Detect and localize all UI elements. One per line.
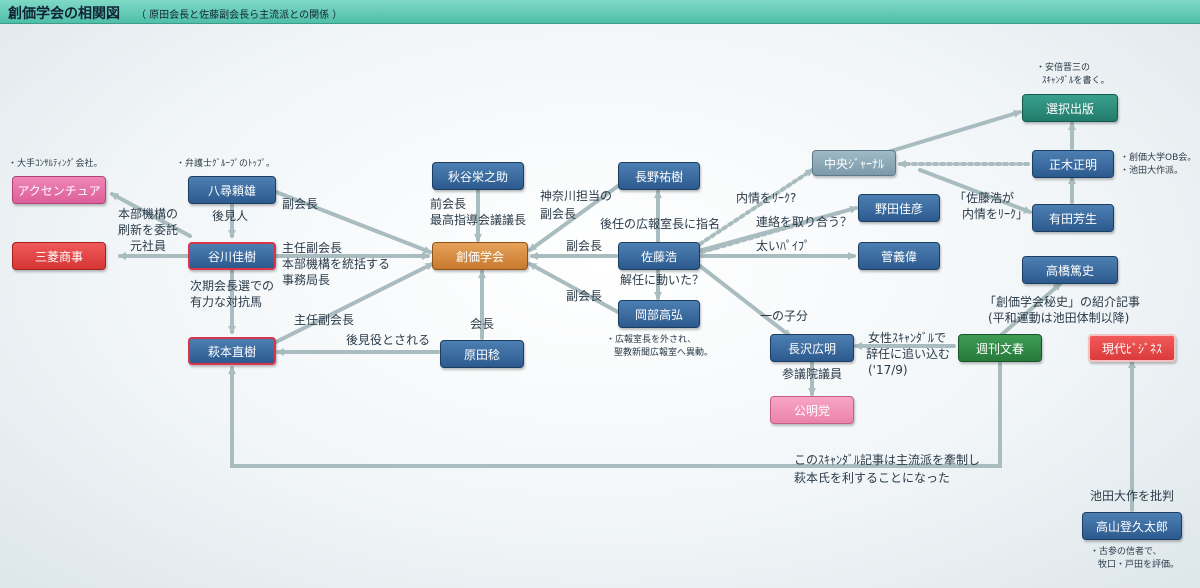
label-josei-3: ('17/9) <box>868 363 908 377</box>
node-arita: 有田芳生 <box>1032 204 1114 232</box>
node-harada: 原田稔 <box>440 340 524 368</box>
node-gendai: 現代ﾋﾞｼﾞﾈｽ <box>1088 334 1176 362</box>
node-akiya: 秋谷栄之助 <box>432 162 524 190</box>
label-shunin-3: 事務局長 <box>282 273 331 287</box>
node-chuo: 中央ｼﾞｬｰﾅﾙ <box>812 150 896 176</box>
node-noda: 野田佳彦 <box>858 194 940 222</box>
label-honbu-3: 元社員 <box>130 239 167 253</box>
label-shunin-2: 本部機構を統括する <box>282 257 391 271</box>
label-kanagawa-1: 神奈川担当の <box>540 189 613 203</box>
label-ikeda: 池田大作を批判 <box>1090 489 1175 503</box>
edge-sato-chuo <box>698 168 814 246</box>
label-hishi-2: (平和運動は池田体制以降) <box>988 311 1130 325</box>
label-koho: 後任の広報室長に指名 <box>600 217 721 231</box>
node-tanigawa: 谷川佳樹 <box>188 242 276 270</box>
page-subtitle: （ 原田会長と佐藤副会長ら主流派との関係 ） <box>136 10 343 21</box>
node-takayama: 高山登久太郎 <box>1082 512 1182 540</box>
edge-yahiro-soka <box>274 190 432 254</box>
edge-chuo-arita <box>918 168 1032 214</box>
label-fukukaicho-okabe: 副会長 <box>566 289 603 303</box>
label-kaicho: 会長 <box>470 317 495 331</box>
label-kobun: 一の子分 <box>760 309 809 323</box>
label-jiki-2: 有力な対抗馬 <box>190 295 263 309</box>
label-sangiin: 参議院議員 <box>782 367 843 381</box>
note-okabe-1: ・広報室長を外され、 <box>606 335 697 345</box>
edge-bunshun-takahashi <box>998 282 1062 338</box>
label-koken: 後見人 <box>212 209 249 223</box>
note-takayama-2: 牧口・戸田を評価。 <box>1098 560 1180 570</box>
node-sentaku: 選択出版 <box>1022 94 1118 122</box>
node-yahiro: 八尋頼雄 <box>188 176 276 204</box>
note-yahiro: ・弁護士ｸﾞﾙｰﾌﾟのﾄｯﾌﾟ。 <box>176 159 276 169</box>
label-kainin: 解任に動いた？ <box>620 273 705 287</box>
label-scandal-2: 萩本氏を利することになった <box>794 471 951 485</box>
note-masaki-2: ・池田大作派。 <box>1120 166 1184 176</box>
edge-sato-noda-dotted <box>700 210 844 254</box>
label-zen-2: 最高指導会議議長 <box>430 213 527 227</box>
label-futoi: 太いﾊﾟｲﾌﾟ <box>756 239 811 253</box>
label-shunin-hagimoto: 主任副会長 <box>294 313 355 327</box>
label-zen-1: 前会長 <box>430 197 467 211</box>
node-masaki: 正木正明 <box>1032 150 1114 178</box>
label-hishi-1: 「創価学会秘史」の紹介記事 <box>984 295 1141 309</box>
label-shunin-1: 主任副会長 <box>282 241 343 255</box>
note-accenture: ・大手ｺﾝｻﾙﾃｨﾝｸﾞ会社。 <box>8 159 103 169</box>
node-okabe: 岡部高弘 <box>618 300 700 328</box>
node-nagasawa: 長沢広明 <box>770 334 854 362</box>
note-okabe-2: 聖教新聞広報室へ異動。 <box>614 348 714 358</box>
edge-tanigawa-accenture <box>110 192 192 238</box>
label-honbu-2: 刷新を委託 <box>118 223 179 237</box>
label-renraku: 連絡を取り合う？ <box>756 215 853 229</box>
node-takahashi: 高橋篤史 <box>1022 256 1118 284</box>
node-bunshun: 週刊文春 <box>958 334 1042 362</box>
node-suga: 菅義偉 <box>858 242 940 270</box>
node-accenture: アクセンチュア <box>12 176 106 204</box>
label-fukukaicho-yahiro: 副会長 <box>282 197 319 211</box>
note-sentaku-2: ｽｷｬﾝﾀﾞﾙを書く。 <box>1042 76 1110 86</box>
edge-bunshun-hagimoto <box>228 362 1002 468</box>
node-hagimoto: 萩本直樹 <box>188 337 276 365</box>
label-josei-1: 女性ｽｷｬﾝﾀﾞﾙで <box>868 331 947 345</box>
edge-sato-nagasawa <box>698 264 792 338</box>
label-fukukaicho-sato: 副会長 <box>566 239 603 253</box>
node-mitsubishi: 三菱商事 <box>12 242 106 270</box>
node-komeito: 公明党 <box>770 396 854 424</box>
label-josei-2: 辞任に追い込む <box>866 347 951 361</box>
node-soka: 創価学会 <box>432 242 528 270</box>
page-title: 創価学会の相関図 <box>8 6 120 22</box>
edge-nagano-soka <box>528 184 620 252</box>
node-sato: 佐藤浩 <box>618 242 700 270</box>
label-honbu-1: 本部機構の <box>118 207 179 221</box>
note-masaki-1: ・創価大学OB会。 <box>1120 153 1197 163</box>
edge-okabe-soka <box>528 262 620 314</box>
node-nagano: 長野祐樹 <box>618 162 700 190</box>
label-kokenyaku: 後見役とされる <box>346 333 431 347</box>
label-sato-leak-2: 内情をﾘｰｸ」 <box>962 207 1029 221</box>
label-naijo-leak: 内情をﾘｰｸ? <box>736 191 797 205</box>
label-sato-leak-1: 「佐藤浩が <box>954 191 1015 205</box>
note-sentaku-1: ・安倍晋三の <box>1036 63 1091 73</box>
note-takayama-1: ・古参の信者で、 <box>1090 547 1162 557</box>
label-scandal-1: このｽｷｬﾝﾀﾞﾙ記事は主流派を牽制し <box>794 453 981 467</box>
label-jiki-1: 次期会長選での <box>190 279 275 293</box>
edge-hagimoto-soka <box>274 262 434 344</box>
header-bar: 創価学会の相関図 （ 原田会長と佐藤副会長ら主流派との関係 ） <box>0 0 1200 24</box>
edge-chuo-sentaku <box>886 109 1022 154</box>
label-kanagawa-2: 副会長 <box>540 207 577 221</box>
